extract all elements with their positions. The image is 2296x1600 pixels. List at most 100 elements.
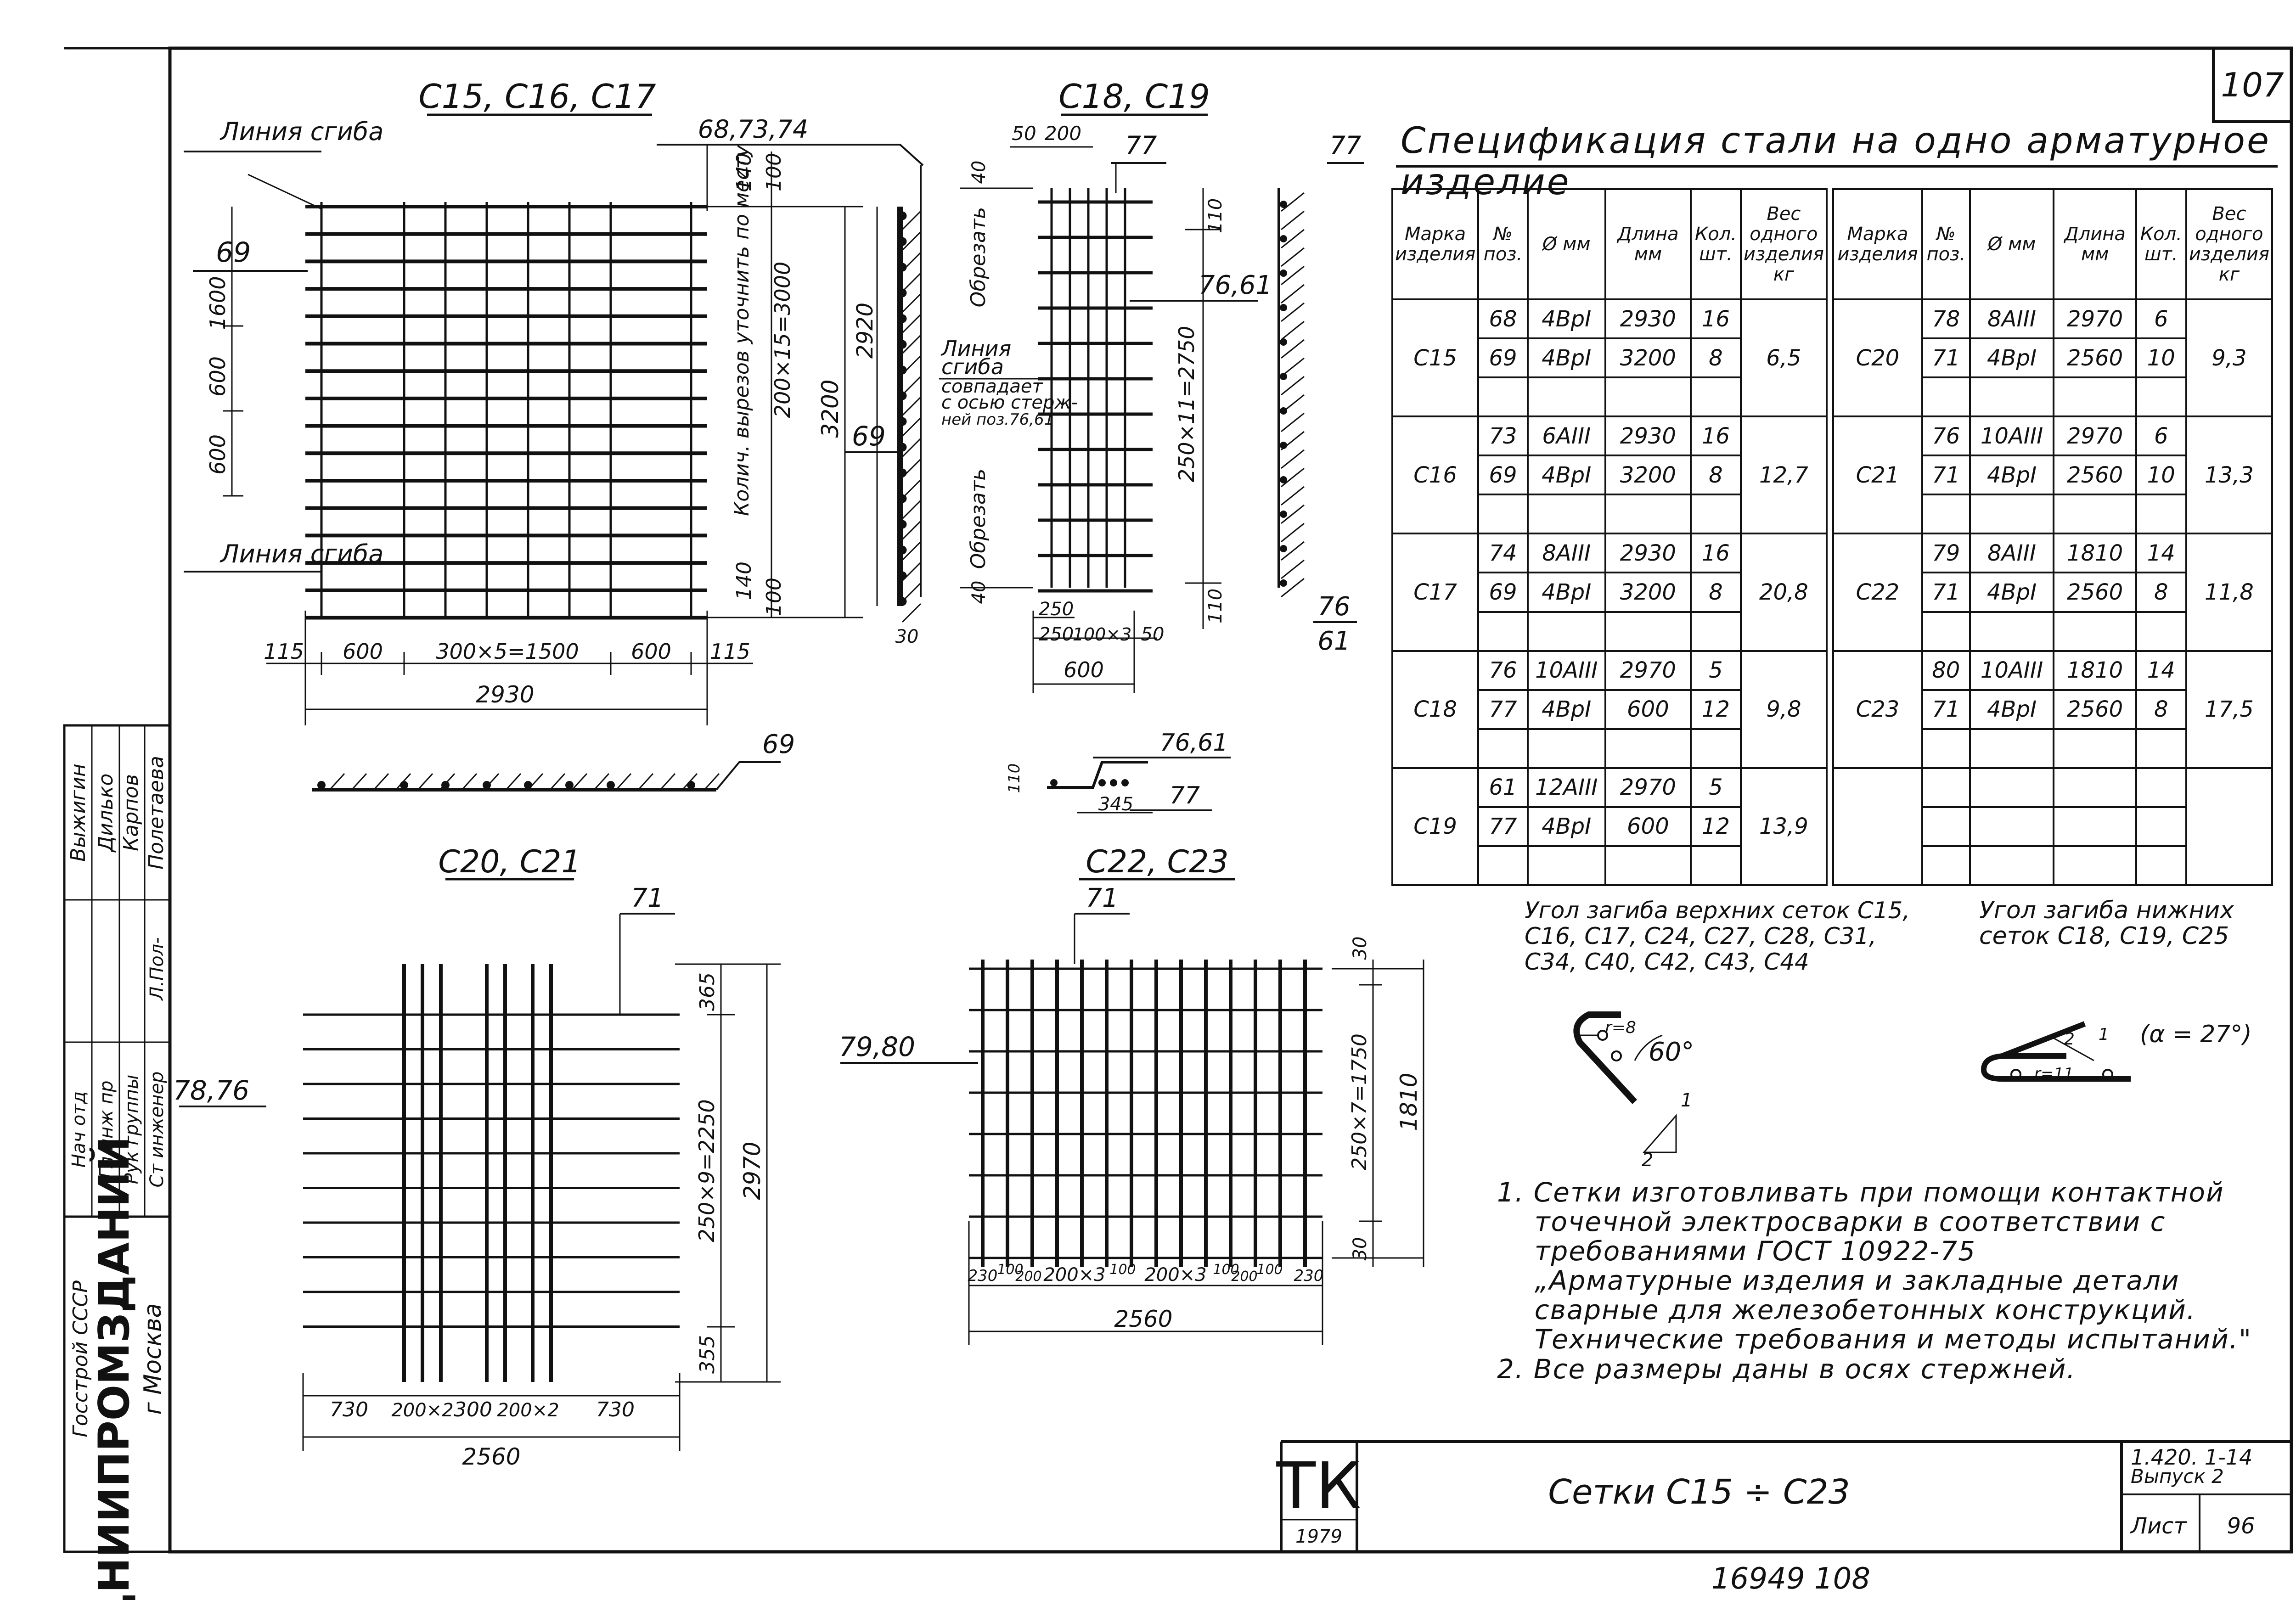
mesh-c15-dim-left: 1600 bbox=[205, 276, 230, 330]
spec-dia: 4BpI bbox=[1526, 298, 1606, 340]
upper-bend-radius: r=8 bbox=[1605, 1018, 1636, 1037]
bar-69-hatch-line bbox=[704, 773, 720, 790]
mesh-c18-side-hatch-line bbox=[1281, 265, 1305, 286]
mesh-c15-title: C15, C16, C17 bbox=[418, 77, 656, 116]
spec-pos: 78 bbox=[1921, 298, 1971, 340]
spec-len: 2970 bbox=[1604, 767, 1692, 808]
spec-qty: 5 bbox=[1690, 650, 1742, 691]
mesh-c15-side-bar bbox=[898, 597, 907, 606]
mesh-c22-title: C22, C23 bbox=[1086, 844, 1228, 880]
mesh-c15-dim-bottom: 600 bbox=[343, 639, 383, 664]
mesh-c18-side-hatch-line bbox=[1281, 320, 1305, 341]
mesh-c22-pos-left: 79,80 bbox=[839, 1031, 915, 1062]
mesh-c15-side-bar bbox=[898, 211, 907, 220]
spec-weight: 9,3 bbox=[2185, 298, 2273, 418]
spec-qty: 12 bbox=[1690, 689, 1742, 730]
lower-bend-k2: 2 bbox=[2064, 1030, 2075, 1049]
spec-len bbox=[1604, 494, 1692, 535]
spec-qty bbox=[2135, 806, 2187, 847]
bar-69-hatch-line bbox=[396, 773, 411, 790]
cut-dim-bottom: 40 bbox=[968, 581, 990, 604]
spec-qty: 14 bbox=[2135, 533, 2187, 574]
upper-bend-angle: 60° bbox=[1649, 1037, 1694, 1067]
mesh-c22-dim-bottom: 200 bbox=[1015, 1269, 1041, 1285]
bar-69-dot bbox=[607, 781, 615, 789]
spec-len bbox=[1604, 611, 1692, 652]
spec-mark: C23 bbox=[1832, 650, 1923, 769]
spec-row bbox=[1392, 494, 1827, 535]
spec-pos bbox=[1477, 611, 1529, 652]
spec-dia: 10AIII bbox=[1526, 650, 1606, 691]
spec-dia bbox=[1969, 494, 2055, 535]
mesh-c18-side-hatch-line bbox=[1281, 339, 1305, 359]
mesh-c15-side-hatch-line bbox=[901, 479, 922, 499]
bar-69-hatch-line bbox=[660, 773, 676, 790]
mesh-c15-dim-bottom: 300×5=1500 bbox=[436, 639, 579, 664]
spec-len: 2970 bbox=[2053, 415, 2137, 457]
mesh-c15-side-bar bbox=[898, 520, 907, 529]
spec-row bbox=[1832, 767, 2273, 887]
col-len: Длина мм bbox=[1604, 188, 1692, 300]
bar-69-hatch-line bbox=[616, 773, 632, 790]
mesh-c22-dim-right: 30 bbox=[1350, 937, 1371, 960]
spec-pos: 80 bbox=[1921, 650, 1971, 691]
spec-pos bbox=[1477, 845, 1529, 887]
spec-weight: 17,5 bbox=[2185, 650, 2273, 769]
mesh-c18-side-bar bbox=[1280, 579, 1287, 587]
col-dia: Ø мм bbox=[1969, 188, 2055, 300]
mesh-c20-dim-bottom: 300 bbox=[454, 1398, 492, 1421]
spec-mark: C16 bbox=[1391, 415, 1480, 535]
spec-dia: 4BpI bbox=[1969, 455, 2055, 496]
spec-qty bbox=[2135, 494, 2187, 535]
spec-len bbox=[1604, 376, 1692, 418]
spec-len bbox=[2053, 806, 2137, 847]
mesh-c22-height: 1810 bbox=[1396, 1072, 1422, 1131]
mesh-c22-dim-right: 30 bbox=[1350, 1237, 1371, 1261]
col-pos: № поз. bbox=[1921, 188, 1971, 300]
mesh-c20-pos-left: 78,76 bbox=[173, 1075, 249, 1106]
spec-dia bbox=[1969, 806, 2055, 847]
col-weight: Вес одного изделия кг bbox=[1739, 188, 1828, 300]
spec-dia: 4BpI bbox=[1969, 572, 2055, 613]
spec-pos bbox=[1921, 611, 1971, 652]
mesh-c15-side-bar bbox=[898, 237, 907, 246]
mesh-c22: C22, C23 71 79,80 30 250×7=1750 30 1810 … bbox=[839, 844, 1424, 1345]
mesh-c18-dim-mid: 250×11=2750 bbox=[1174, 326, 1199, 483]
bar-69-dot bbox=[317, 781, 326, 789]
spec-pos: 76 bbox=[1477, 650, 1529, 691]
spec-qty bbox=[1690, 845, 1742, 887]
bar-69-hatch-line bbox=[418, 773, 433, 790]
mesh-c18-side-bar bbox=[1280, 476, 1287, 483]
mesh-c18-side-hatch-line bbox=[1281, 467, 1305, 488]
spec-qty bbox=[2135, 728, 2187, 769]
spec-dia bbox=[1969, 845, 2055, 887]
mesh-c15-side-pos: 69 bbox=[852, 421, 886, 452]
spec-row bbox=[1833, 494, 2272, 535]
spec-len: 3200 bbox=[1604, 455, 1692, 496]
spec-weight bbox=[2185, 767, 2273, 887]
mesh-c15-side-hatch-line bbox=[901, 293, 922, 313]
mesh-c15-side-bar bbox=[898, 571, 907, 580]
cut-label-top: Обрезать bbox=[967, 207, 990, 308]
mesh-c20-dim-bottom: 200×2 bbox=[391, 1400, 453, 1421]
mesh-c22-dim-bottom: 200 bbox=[1231, 1269, 1257, 1285]
spec-dia: 12AIII bbox=[1526, 767, 1606, 808]
bend-detail-pos: 76,61 bbox=[1160, 729, 1228, 757]
bar-69-hatch-line bbox=[374, 773, 389, 790]
bar-69-dot bbox=[483, 781, 491, 789]
spec-len: 2930 bbox=[1604, 533, 1692, 574]
spec-row bbox=[1392, 611, 1827, 652]
spec-mark bbox=[1832, 767, 1923, 887]
spec-qty bbox=[1690, 494, 1742, 535]
mesh-c15-dim-right: 140 bbox=[732, 153, 756, 191]
bar-69-hatch-line bbox=[528, 773, 544, 790]
spec-pos: 69 bbox=[1477, 455, 1529, 496]
mesh-c15-dim-right: 140 bbox=[732, 561, 756, 600]
mesh-c18-dim-top: 200 bbox=[1045, 122, 1081, 145]
bar-69-dot bbox=[441, 781, 450, 789]
spec-mark: C17 bbox=[1391, 533, 1480, 652]
